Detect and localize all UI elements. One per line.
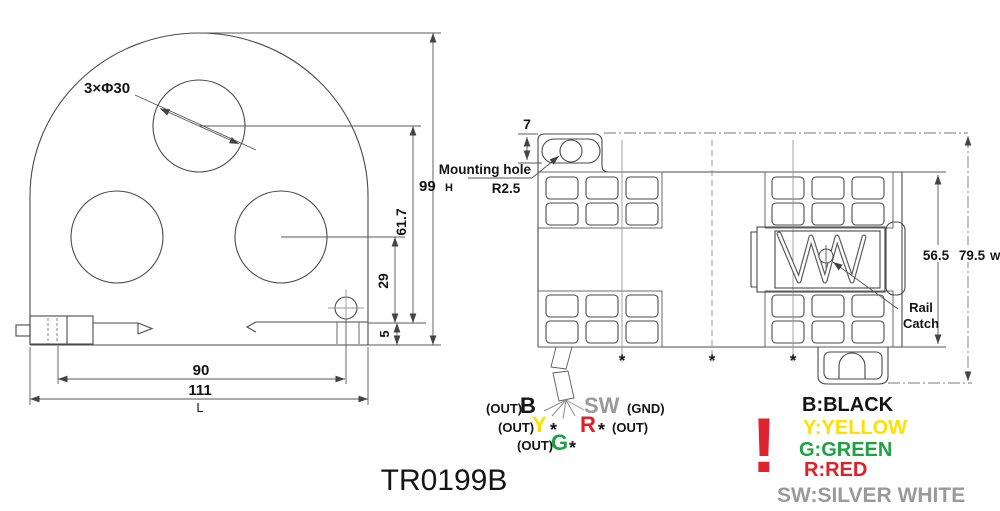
wire-y-code: Y (532, 412, 547, 437)
wire-sw-code: SW (584, 393, 620, 418)
vent-grid-bottom-left (545, 294, 659, 344)
dim-L-label: L (196, 400, 203, 415)
dim-56-5-label: 56.5 (923, 248, 950, 263)
asterisk-1: * (619, 351, 626, 370)
side-body-outline (537, 133, 903, 348)
legend-item-red: R:RED (804, 459, 867, 481)
legend-item-green: G:GREEN (799, 439, 892, 461)
side-extension-lines (902, 171, 946, 348)
mounting-hole-radius: R2.5 (492, 181, 521, 196)
wire-labels: (OUT) B SW (GND) (OUT) Y * R * (OUT) (OU… (486, 393, 665, 458)
asterisk-2: * (709, 351, 716, 370)
legend-item-silver: SW:SILVER WHITE (777, 484, 965, 507)
holes-leader (134, 94, 257, 151)
dim-7-label: 7 (523, 116, 531, 132)
vent-box-top-right (764, 171, 894, 229)
legend-item-black: B:BLACK (802, 394, 894, 416)
vent-box-bottom-left (537, 290, 663, 348)
wire-r-star: * (598, 420, 605, 440)
vent-grid-bottom-right (771, 294, 885, 344)
dim-90-label: 90 (193, 362, 210, 379)
dim-79-5-label: 79.5 (959, 248, 986, 263)
legend-item-yellow: Y:YELLOW (803, 417, 907, 439)
body-outline (29, 32, 369, 346)
dim-29-label: 29 (375, 273, 391, 289)
dim-99-suffix: H (445, 182, 453, 194)
rail-catch-label-2: Catch (903, 316, 939, 331)
mounting-hole-callout: Mounting hole R2.5 (439, 155, 560, 196)
dim-5-label: 5 (377, 330, 392, 337)
label-mask-1 (917, 245, 955, 262)
front-view: 3×Φ30 99 H 61.7 29 5 90 111 L (15, 32, 453, 415)
vent-grid-top-right (771, 176, 885, 226)
core-hole-left (70, 190, 164, 284)
wire-r-code: R (580, 412, 596, 437)
vent-box-top-left (537, 171, 663, 229)
mounting-hole-circle (559, 139, 583, 163)
dim-7 (518, 133, 542, 164)
wire-r-suffix: (OUT) (612, 420, 648, 435)
dim-111-label: 111 (188, 382, 211, 399)
wire-y-star: * (550, 420, 557, 440)
vent-box-bottom-right (764, 290, 894, 348)
wire-g-prefix: (OUT) (517, 438, 553, 453)
wire-g-code: G (551, 430, 568, 455)
wire-fan (543, 399, 585, 420)
rail-catch-leader (832, 261, 899, 310)
wire-y-prefix: (OUT) (498, 420, 534, 435)
asterisk-3: * (790, 351, 797, 370)
base-mounting-hole (328, 289, 364, 322)
wire-sw-suffix: (GND) (627, 401, 665, 416)
drawing-title: TR0199B (381, 464, 508, 497)
dim-99-label: 99 (419, 178, 436, 195)
bottom-mounting-tab (817, 347, 889, 385)
color-legend: ! B:BLACK Y:YELLOW G:GREEN R:RED SW:SILV… (751, 394, 965, 507)
wire-strap (543, 346, 585, 420)
wire-b-code: B (520, 393, 536, 418)
dim-79-5-suffix: W (990, 251, 1000, 263)
mounting-hole-label: Mounting hole (439, 162, 532, 177)
wire-g-star: * (569, 438, 576, 458)
din-rail-base (15, 315, 368, 345)
wire-b-prefix: (OUT) (486, 401, 522, 416)
mounting-slot (541, 138, 601, 164)
holes-label: 3×Φ30 (84, 80, 130, 97)
rail-catch (750, 221, 906, 310)
warning-exclamation-icon: ! (751, 401, 777, 489)
rail-clip-tab (15, 324, 31, 337)
phantom-outline (604, 132, 972, 384)
rail-catch-flange (885, 221, 906, 296)
vent-grid-top-left (545, 176, 659, 226)
label-mask-2 (955, 245, 1000, 262)
side-view: * * * (439, 116, 1000, 420)
rail-catch-label-1: Rail (909, 300, 933, 315)
dim-61-7-label: 61.7 (393, 208, 409, 235)
